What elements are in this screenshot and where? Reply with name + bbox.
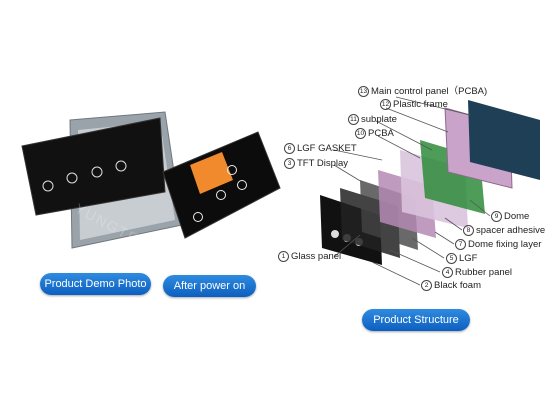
demo-touch-keys [42, 160, 127, 192]
tft-screen [190, 152, 233, 194]
powered-touch-keys [193, 165, 247, 222]
powered-glass-panel [162, 131, 281, 239]
leader-lines-left [333, 96, 471, 258]
after-power-on-button[interactable]: After power on [163, 275, 256, 297]
product-structure-button[interactable]: Product Structure [362, 309, 470, 331]
product-demo-photo-button[interactable]: Product Demo Photo [40, 273, 151, 295]
leader-lines-right [371, 199, 491, 286]
exploded-structure [320, 100, 540, 265]
demo-glass-panel [21, 117, 166, 216]
